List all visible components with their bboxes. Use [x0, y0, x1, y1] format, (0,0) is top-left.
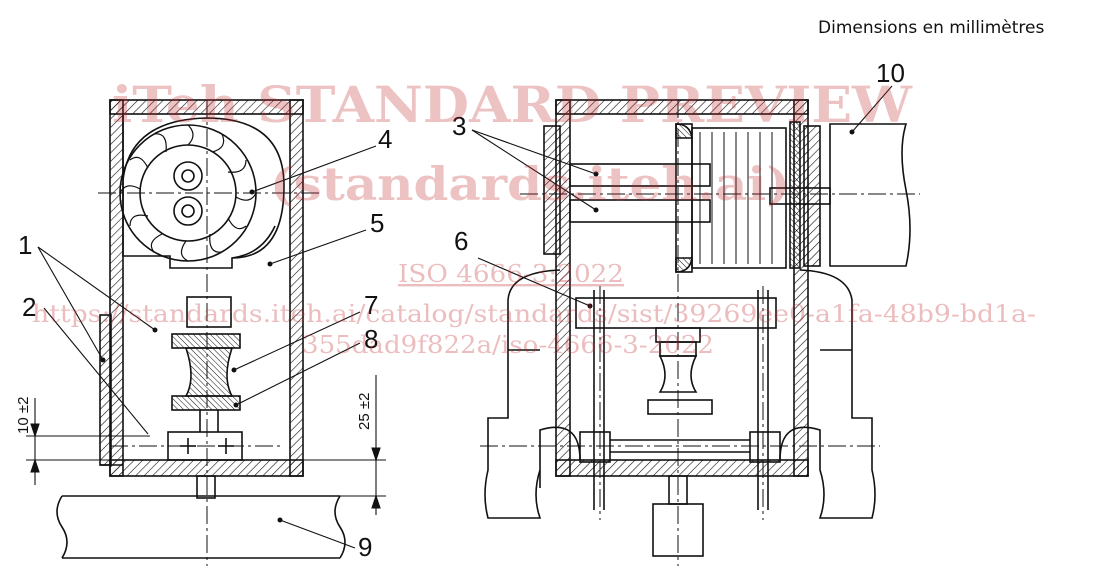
left-guide-block	[579, 431, 611, 463]
fan-shaft-lower	[173, 196, 203, 226]
leader-9	[279, 519, 356, 549]
label-6: 6	[454, 226, 468, 256]
watermark-url-line2: 355dad9f822a/iso-4666-3-2022	[302, 331, 714, 359]
lower-clamp	[171, 395, 241, 411]
label-1: 1	[18, 230, 32, 260]
leader-4	[251, 145, 377, 193]
fan-drum	[691, 127, 787, 269]
leader-2	[43, 307, 149, 435]
dimensions-note: Dimensions en millimètres	[818, 18, 1045, 38]
motor	[829, 123, 911, 267]
leader-1b	[37, 246, 104, 361]
upper-clamp	[171, 333, 241, 349]
fan-blades	[119, 124, 257, 262]
watermark-line1: iTeh STANDARD PREVIEW	[112, 75, 913, 134]
housing-left-wall	[109, 99, 124, 477]
leader-3a	[471, 129, 597, 175]
label-8: 8	[364, 324, 378, 354]
label-10: 10	[876, 58, 905, 88]
fan-scroll-casing	[122, 114, 285, 269]
label-9: 9	[358, 532, 372, 562]
right-guide-block	[749, 431, 781, 463]
leader-7	[233, 311, 361, 371]
right-view	[471, 85, 920, 566]
leader-10	[851, 85, 893, 133]
watermark-standard-link[interactable]: ISO 4666-3:2022	[398, 260, 624, 288]
upper-holder	[186, 296, 232, 328]
fan-drum-blades	[699, 132, 773, 264]
left-view	[26, 99, 386, 566]
leader-6	[477, 257, 591, 307]
left-bearing-plate	[543, 125, 561, 255]
right-specimen	[658, 355, 698, 393]
upper-shaft	[569, 163, 711, 187]
external-plate	[99, 314, 112, 466]
dim-right-offset: 25 ±2	[356, 393, 373, 430]
number-labels: 1 2 3 4 5 6 7 8 9 10	[18, 58, 905, 562]
leader-8	[235, 342, 361, 406]
leader-3b	[471, 129, 597, 211]
right-bearing-plate	[803, 125, 821, 267]
label-3: 3	[452, 111, 466, 141]
label-4: 4	[378, 124, 392, 154]
dim-left-offset: 10 ±2	[15, 397, 32, 434]
label-2: 2	[22, 292, 36, 322]
watermark-line2: (standards.iteh.ai)	[270, 157, 790, 211]
lower-shaft	[569, 199, 711, 223]
stand-left	[484, 269, 581, 519]
watermark: iTeh STANDARD PREVIEW (standards.iteh.ai…	[32, 75, 1036, 359]
watermark-url-line1: https://standards.iteh.ai/catalog/standa…	[32, 300, 1036, 328]
leader-1a	[37, 246, 156, 331]
stand-right	[779, 269, 876, 519]
lower-motor	[652, 503, 704, 557]
right-lower-clamp	[647, 399, 713, 415]
specimen	[184, 347, 234, 397]
spindle	[196, 475, 216, 499]
fan-shaft-upper	[173, 161, 203, 191]
label-5: 5	[370, 208, 384, 238]
label-7: 7	[364, 290, 378, 320]
leader-5	[269, 229, 367, 265]
